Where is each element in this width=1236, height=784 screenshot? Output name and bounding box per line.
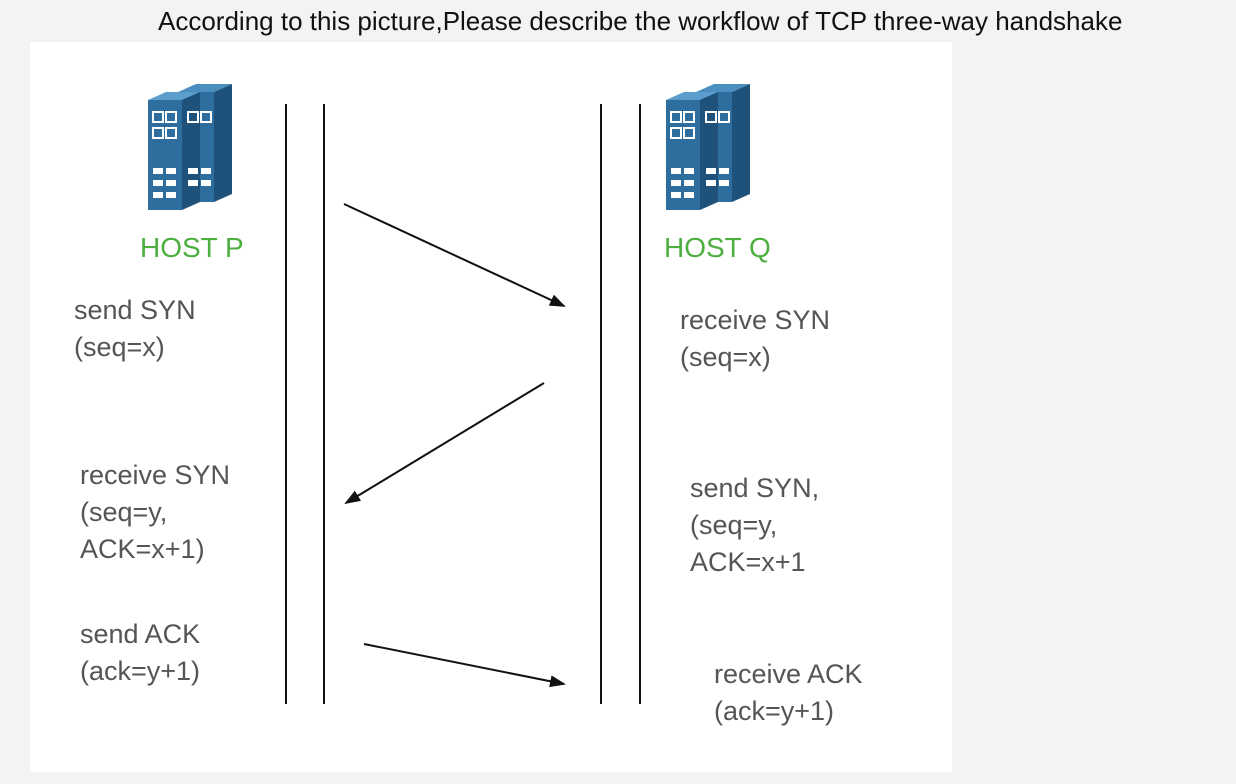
step-line: (ack=y+1) (714, 696, 835, 726)
server-icon-host-p (147, 83, 233, 211)
step-line: send SYN (74, 295, 196, 325)
step-p-send-syn: send SYN (seq=x) (74, 292, 196, 366)
host-p-label: HOST P (140, 232, 244, 263)
step-q-receive-syn: receive SYN (seq=x) (680, 302, 830, 376)
step-p-send-ack: send ACK (ack=y+1) (80, 616, 200, 690)
server-icon-host-q (665, 83, 751, 211)
step-p-receive-syn: receive SYN (seq=y, ACK=x+1) (80, 457, 230, 568)
diagram-panel: HOST P HOST Q send SYN (seq=x) receive S… (30, 42, 952, 772)
step-line: (ack=y+1) (80, 656, 201, 686)
step-line: (seq=y, (80, 497, 168, 527)
arrow-syn-p-to-q (343, 203, 566, 307)
handshake-diagram (147, 83, 751, 704)
arrow-ack-p-to-q (363, 643, 566, 688)
question-text: According to this picture,Please describ… (158, 6, 1123, 36)
host-q-label: HOST Q (664, 232, 771, 263)
step-line: receive ACK (714, 659, 863, 689)
step-line: send ACK (80, 619, 201, 649)
step-line: (seq=x) (74, 332, 165, 362)
step-line: ACK=x+1) (80, 534, 205, 564)
step-line: (seq=y, (690, 510, 778, 540)
step-line: send SYN, (690, 473, 820, 503)
step-q-send-syn: send SYN, (seq=y, ACK=x+1 (690, 470, 819, 581)
step-q-receive-ack: receive ACK (ack=y+1) (714, 656, 863, 730)
step-line: (seq=x) (680, 342, 771, 372)
arrow-synack-q-to-p (344, 382, 545, 505)
step-line: ACK=x+1 (690, 547, 806, 577)
step-line: receive SYN (680, 305, 831, 335)
step-line: receive SYN (80, 460, 231, 490)
